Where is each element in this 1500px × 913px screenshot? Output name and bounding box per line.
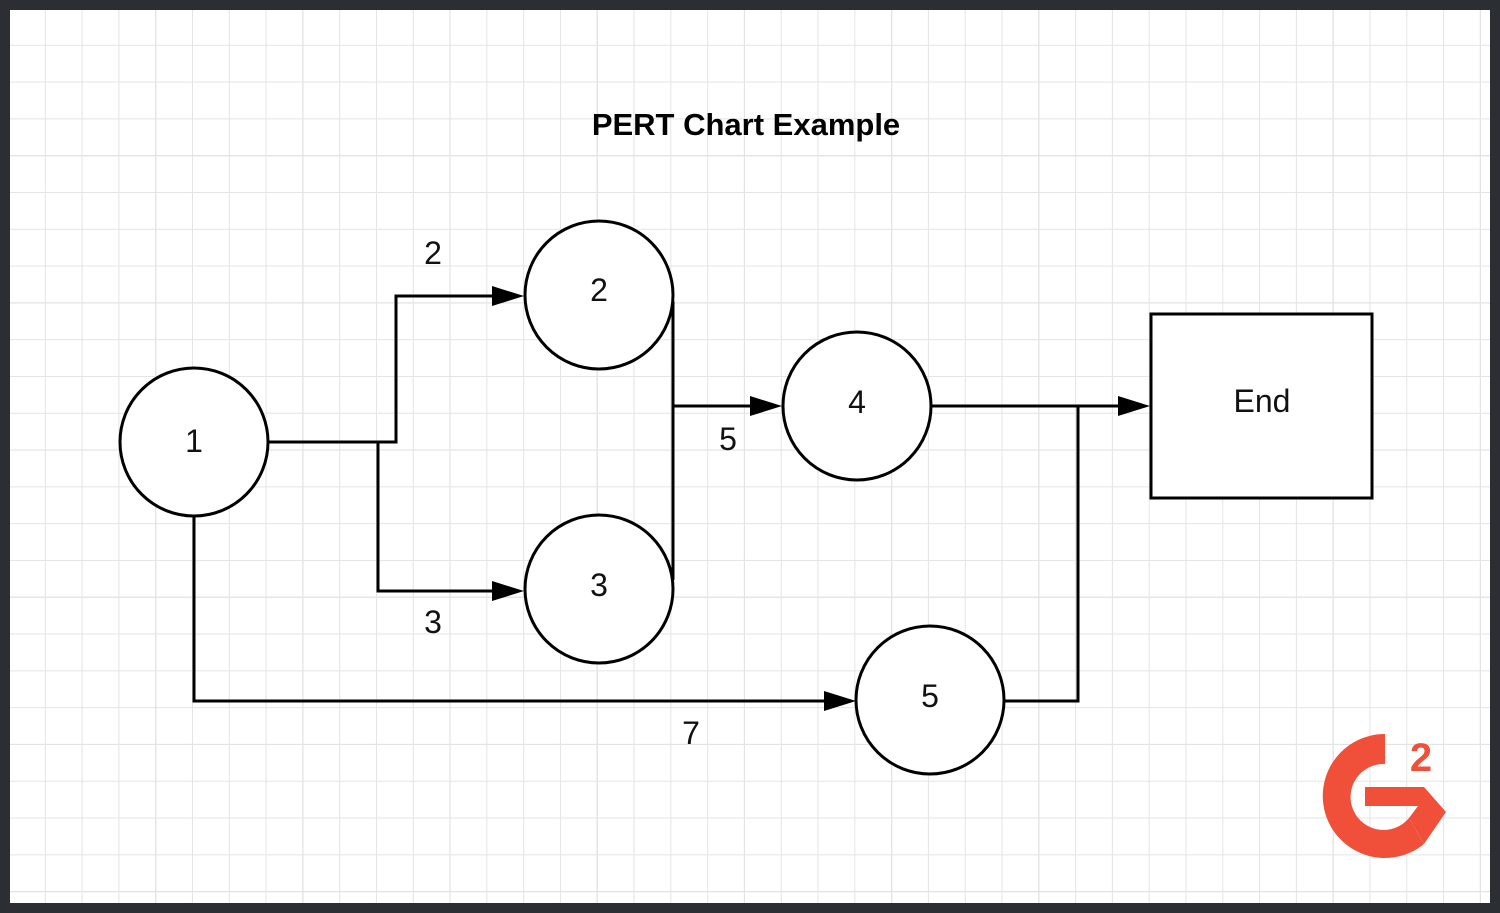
g2-logo-chevron	[1365, 787, 1446, 844]
arrowhead-to-4	[750, 396, 782, 416]
node-1[interactable]: 1	[118, 366, 270, 518]
diagram-title: PERT Chart Example	[592, 107, 900, 142]
node-3-circle	[523, 513, 675, 665]
nodes: 1 2 3 4 5 End	[118, 219, 1374, 776]
node-end[interactable]: End	[1149, 312, 1374, 500]
g2-logo-superscript: 2	[1410, 736, 1432, 780]
node-5-circle	[854, 624, 1006, 776]
node-5-label: 5	[921, 678, 939, 714]
edge-label-1-to-5: 7	[682, 715, 700, 751]
edge-label-1-to-2: 2	[424, 235, 442, 271]
g2-logo: 2	[1322, 733, 1446, 858]
node-2[interactable]: 2	[523, 219, 675, 371]
pert-diagram: PERT Chart Example 2 3 5	[118, 107, 1446, 858]
node-end-rect	[1149, 312, 1374, 500]
edge-5-to-end[interactable]	[1004, 406, 1080, 703]
node-1-label: 1	[185, 423, 203, 459]
edge-label-1-to-3: 3	[424, 604, 442, 640]
edge-1-to-3[interactable]	[376, 442, 492, 593]
node-4-circle	[781, 330, 933, 482]
edges	[192, 286, 1150, 711]
node-3[interactable]: 3	[523, 513, 675, 665]
edge-3-to-4[interactable]	[668, 406, 675, 586]
arrowhead-1-to-2	[492, 286, 524, 306]
node-2-label: 2	[590, 272, 608, 308]
node-5[interactable]: 5	[854, 624, 1006, 776]
g2-logo-g-shape	[1322, 733, 1424, 858]
edge-label-2-to-4: 5	[719, 421, 737, 457]
node-2-circle	[523, 219, 675, 371]
edge-1-to-2[interactable]	[268, 294, 492, 444]
node-4-label: 4	[848, 384, 866, 420]
edge-1-to-5[interactable]	[192, 516, 824, 703]
node-3-label: 3	[590, 567, 608, 603]
node-4[interactable]: 4	[781, 330, 933, 482]
arrowhead-1-to-3	[492, 581, 524, 601]
arrowhead-to-end	[1118, 396, 1150, 416]
node-end-label: End	[1234, 383, 1291, 419]
arrowhead-1-to-5	[824, 691, 856, 711]
node-1-circle	[118, 366, 270, 518]
edge-2-to-4[interactable]	[668, 295, 750, 408]
diagram-canvas: PERT Chart Example 2 3 5	[10, 10, 1490, 903]
edge-labels: 2 3 5 7	[424, 235, 737, 751]
